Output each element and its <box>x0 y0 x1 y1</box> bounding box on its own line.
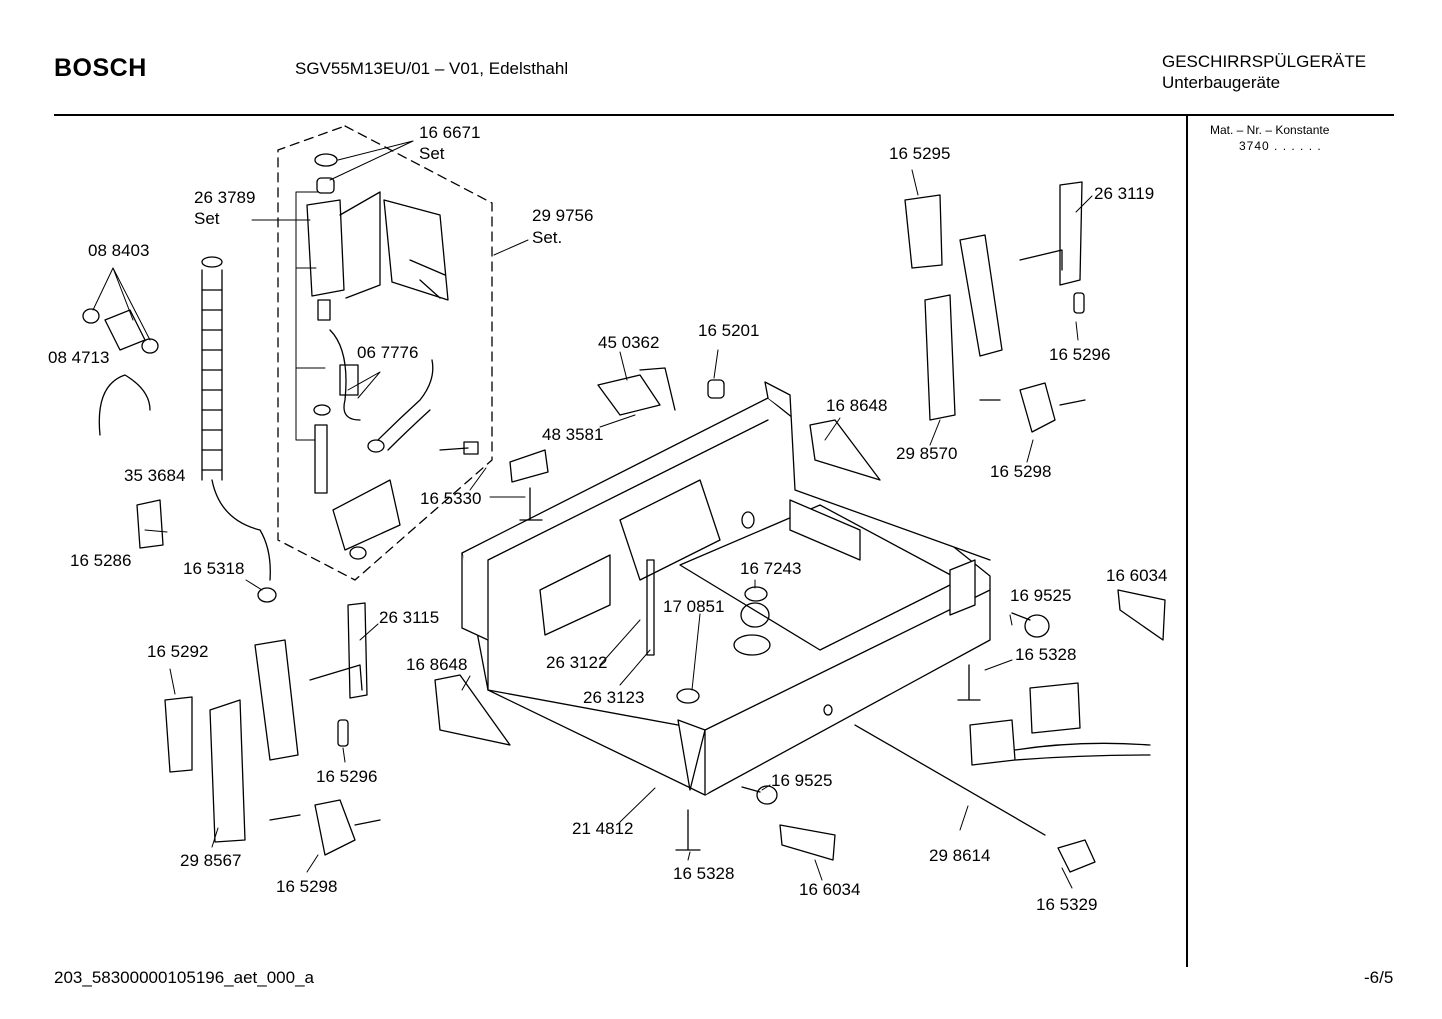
part-label: 16 8648 <box>406 655 468 674</box>
base-tub <box>461 381 991 796</box>
model-title: SGV55M13EU/01 – V01, Edelsthahl <box>295 59 569 78</box>
hose-clamps <box>82 308 159 436</box>
drain-hose <box>201 256 277 603</box>
part-label: 26 3123 <box>583 688 645 707</box>
part-label: 16 5292 <box>147 642 209 661</box>
part-label: 16 9525 <box>771 771 833 790</box>
part-label: 16 5298 <box>276 877 338 896</box>
part-label: 16 5296 <box>316 767 378 786</box>
header-rule <box>54 114 1394 116</box>
part-label: 16 6034 <box>1106 566 1168 585</box>
part-label: 16 6034 <box>799 880 861 899</box>
part-label: Set <box>419 144 445 163</box>
part-label: 26 3119 <box>1094 184 1155 203</box>
centre-parts <box>509 367 770 704</box>
part-label: 26 3789 <box>194 188 256 207</box>
part-label: 06 7776 <box>357 343 419 362</box>
part-label: Set. <box>532 228 563 247</box>
part-label: 29 8614 <box>929 846 991 865</box>
part-label: 16 5201 <box>698 321 760 340</box>
part-label: 16 5296 <box>1049 345 1111 364</box>
page-number: -6/5 <box>1364 968 1394 987</box>
part-label: 08 4713 <box>48 348 110 367</box>
material-number-value: 3740 . . . . . . <box>1239 139 1322 153</box>
bracket-left <box>164 602 511 856</box>
bracket-right <box>809 181 1166 641</box>
part-label: 35 3684 <box>124 466 186 485</box>
document-id: 203_58300000105196_aet_000_a <box>54 968 314 987</box>
leader-lines <box>92 140 1093 889</box>
part-label: 16 5298 <box>990 462 1052 481</box>
material-number-label: Mat. – Nr. – Konstante <box>1210 123 1330 137</box>
part-label: 16 6671 <box>419 123 481 142</box>
part-label: 29 8567 <box>180 851 242 870</box>
part-label: 21 4812 <box>572 819 634 838</box>
category-subtitle: Unterbaugeräte <box>1162 73 1281 92</box>
part-label: 16 5318 <box>183 559 245 578</box>
part-label: 16 5286 <box>70 551 132 570</box>
set-boundary-dashed <box>277 125 493 581</box>
inlet-valve-set <box>306 153 479 560</box>
part-label: 26 3122 <box>546 653 608 672</box>
brand-logo: BOSCH <box>54 54 147 82</box>
part-label: 48 3581 <box>542 425 604 444</box>
part-label: 26 3115 <box>379 608 440 627</box>
part-label: 45 0362 <box>598 333 660 352</box>
part-label: 16 7243 <box>740 559 802 578</box>
part-label: 16 5328 <box>673 864 735 883</box>
part-label: 17 0851 <box>663 597 725 616</box>
part-label: 08 8403 <box>88 241 150 260</box>
bottom-parts <box>675 664 1151 873</box>
part-label: 29 9756 <box>532 206 594 225</box>
part-label: Set <box>194 209 220 228</box>
hose-clip <box>136 499 164 549</box>
category-title: GESCHIRRSPÜLGERÄTE <box>1162 52 1367 71</box>
side-rule <box>1186 114 1188 967</box>
part-label: 16 5329 <box>1036 895 1098 914</box>
part-label: 16 5328 <box>1015 645 1077 664</box>
part-label: 29 8570 <box>896 444 958 463</box>
part-label: 16 5295 <box>889 144 951 163</box>
part-label: 16 9525 <box>1010 586 1072 605</box>
part-label: 16 5330 <box>420 489 482 508</box>
part-label: 16 8648 <box>826 396 888 415</box>
